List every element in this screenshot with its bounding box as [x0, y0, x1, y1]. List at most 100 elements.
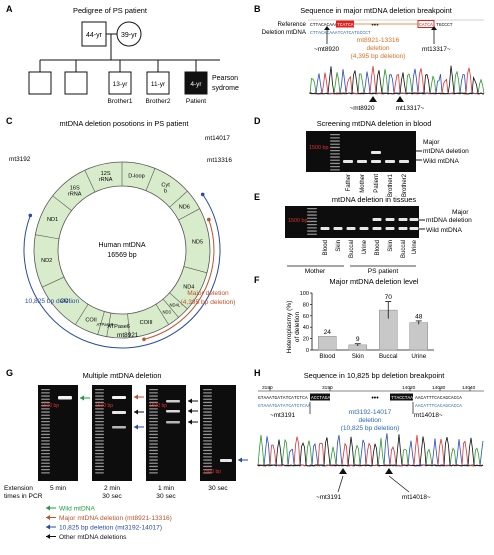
ladder-band	[203, 437, 212, 439]
d-major1: Major	[423, 139, 440, 146]
f-category-label: Buccal	[379, 353, 398, 360]
ladder-band	[203, 417, 212, 420]
del-seq: CTTACACAAATCATCATGCCCT	[310, 30, 371, 36]
f-value-label: 24	[324, 329, 332, 336]
h-seq-1b: ACCTAGA	[311, 395, 331, 401]
b-del-size: (4,395 bp deletion)	[351, 53, 406, 60]
f-bar-blood	[318, 336, 337, 351]
c-mt14017: mt14017	[205, 135, 230, 142]
ladder-band	[149, 395, 158, 397]
ladder-band	[307, 233, 317, 235]
h-chrom-right: mt14018~	[402, 494, 431, 501]
ladder-band	[95, 465, 104, 468]
d-lane-label: Mother	[360, 174, 366, 193]
ellipsis-b: •••	[371, 22, 379, 29]
ladder-band	[149, 427, 158, 429]
panel-h-letter: H	[254, 368, 261, 378]
ladder-band	[203, 453, 212, 455]
genome-center-2: 16569 bp	[107, 252, 136, 259]
ladder-band	[203, 456, 212, 458]
ladder-band	[41, 392, 50, 394]
ladder-band	[95, 401, 104, 404]
g-time-2: 30 sec	[102, 493, 122, 500]
legend-label: Other mtDNA deletions	[59, 534, 127, 541]
brother2-symbol	[146, 71, 170, 95]
f-ytick-label: 0	[306, 348, 309, 354]
g-marker: 1500 bp	[95, 403, 113, 409]
gel-band	[166, 421, 180, 424]
deletion-label: Deletion mtDNA	[262, 29, 307, 36]
ladder-band	[95, 417, 104, 420]
ladder-band	[330, 150, 340, 152]
g-gel-1	[38, 385, 78, 481]
ladder-band	[307, 227, 317, 229]
ladder-band	[203, 449, 212, 452]
ladder-band	[203, 433, 212, 436]
ladder-band	[203, 395, 212, 397]
ladder-band	[95, 395, 104, 397]
gel-band	[166, 410, 180, 413]
ladder-band	[95, 430, 104, 432]
ladder-band	[95, 462, 104, 464]
gel-band	[112, 411, 126, 414]
ladder-band	[95, 469, 104, 471]
ladder-band	[203, 472, 212, 474]
ladder-band	[330, 140, 340, 142]
ladder-band	[41, 462, 50, 464]
ladder-band	[95, 449, 104, 452]
ladder-band	[307, 214, 317, 216]
gene-cyt-b: Cyt	[161, 183, 170, 189]
genome-center-1: Human mtDNA	[98, 242, 145, 249]
b-right-pos: mt13317~	[422, 46, 451, 53]
ladder-band	[203, 440, 212, 442]
g-ext-1: Extension	[4, 485, 33, 492]
wild-band	[333, 227, 343, 230]
ladder-band	[41, 443, 50, 445]
ladder-band	[95, 424, 104, 426]
gel-band	[58, 396, 72, 400]
reference-label: Reference	[277, 21, 306, 28]
h-chromatogram	[257, 433, 484, 467]
gene-nd4: ND4	[183, 284, 194, 290]
f-value-label: 70	[385, 294, 393, 301]
b-chrom-left: ~mt8920	[349, 105, 374, 112]
ladder-band	[149, 389, 158, 391]
ladder-band	[203, 459, 212, 461]
ladder-band	[149, 443, 158, 445]
h-del-2: deletion	[358, 417, 381, 424]
ladder-band	[41, 456, 50, 458]
sibling-1	[28, 71, 52, 95]
panel-e-title: mtDNA deletion in tissues	[332, 195, 417, 204]
ladder-band	[95, 414, 104, 416]
major-band	[398, 218, 408, 221]
d-lane-label: Patient	[374, 174, 380, 193]
ladder-band	[95, 437, 104, 439]
h-left: ~mt3191	[270, 412, 295, 419]
ladder-band	[203, 462, 212, 464]
ladder-band	[203, 465, 212, 468]
ladder-band	[41, 469, 50, 471]
wild-band	[371, 160, 381, 163]
trace-3	[257, 434, 484, 467]
panel-d-letter: D	[254, 116, 261, 126]
ladder-band	[330, 156, 340, 158]
brother1-label: Brother1	[108, 98, 133, 105]
ref-box-left-text: TCATCA	[337, 22, 354, 28]
ladder-band	[149, 472, 158, 474]
brother2-label: Brother2	[146, 98, 171, 105]
wild-band	[357, 160, 367, 163]
b-del-range: mt8921-13316	[357, 37, 400, 44]
major-band	[372, 218, 382, 221]
d-lane-label: Father	[346, 174, 352, 191]
gene-d-loop: D-loop	[128, 173, 144, 179]
wild-band	[320, 227, 330, 230]
gel-e	[285, 206, 419, 238]
mother-symbol	[116, 21, 142, 47]
genome-core	[57, 185, 187, 315]
ladder-band	[149, 456, 158, 458]
ladder-band	[149, 453, 158, 455]
c-minor: 10,825 bp deletion	[25, 298, 80, 305]
c-mt3192: mt3192	[9, 156, 31, 163]
ladder-band	[41, 389, 50, 391]
